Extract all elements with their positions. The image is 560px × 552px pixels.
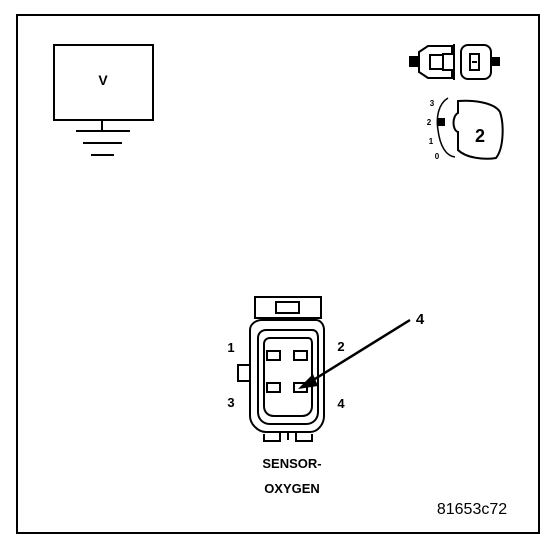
key-scale-label-3: 3: [430, 99, 435, 108]
pin-label-2: 2: [337, 339, 344, 354]
ignition-key-icon: 2 3 2 1 0: [427, 97, 504, 161]
pin-label-4: 4: [337, 396, 345, 411]
key-scale-label-1: 1: [429, 137, 434, 146]
voltmeter-symbol: V: [53, 44, 154, 156]
pin-cavity-2: [293, 350, 308, 361]
pin-cavity-1: [266, 350, 281, 361]
key-scale-label-0: 0: [435, 152, 440, 161]
pin-cavity-3: [266, 382, 281, 393]
pin-label-3: 3: [227, 395, 234, 410]
pin-label-1: 1: [227, 340, 234, 355]
diagram-frame: [16, 14, 540, 534]
voltmeter-box: [53, 44, 154, 121]
figure-id: 81653c72: [437, 501, 507, 518]
oxygen-sensor-connector: 1 2 3 4: [227, 296, 345, 442]
voltmeter-label: V: [98, 72, 108, 88]
callout-arrow: 4: [298, 311, 425, 389]
connector-name-line-2: OXYGEN: [264, 481, 320, 496]
connector-pair-icon: [409, 44, 500, 80]
key-scale-label-2: 2: [427, 118, 432, 127]
callout-label: 4: [416, 311, 425, 328]
connector-name-line-1: SENSOR-: [262, 456, 321, 471]
key-position-label: 2: [475, 126, 485, 146]
